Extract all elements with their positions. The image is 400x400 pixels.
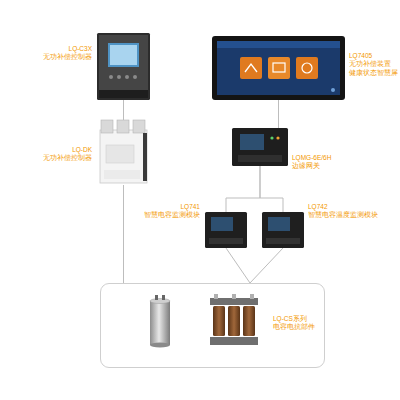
model-name: LQ7405 bbox=[349, 52, 395, 60]
device-name: 无功补偿控制器 bbox=[43, 154, 92, 162]
model-name: LQ742 bbox=[308, 203, 378, 211]
device-name: 智慧电容监测模块 bbox=[144, 211, 200, 219]
component-group: LQ-CS系列电容电抗部件 bbox=[100, 283, 325, 368]
device-node: LQMG-6E/6H边缘网关 bbox=[232, 128, 288, 166]
device-label: LQ741智慧电容监测模块 bbox=[144, 203, 200, 220]
device-name: 无功补偿装置 健康状态智慧屏 bbox=[349, 60, 395, 77]
device-label: LQ-DK无功补偿控制器 bbox=[43, 146, 92, 163]
connector-line bbox=[278, 100, 279, 128]
connector-line bbox=[250, 248, 283, 283]
model-name: LQ-CS系列 bbox=[273, 315, 315, 323]
device-node: LQ7405无功补偿装置 健康状态智慧屏 bbox=[212, 36, 345, 100]
connector-line bbox=[260, 166, 283, 212]
module-controller bbox=[100, 120, 147, 183]
model-name: LQMG-6E/6H bbox=[292, 154, 331, 162]
device-label: LQ-C3X无功补偿控制器 bbox=[43, 45, 92, 62]
device-node: LQ742智慧电容温度监测模块 bbox=[262, 212, 304, 248]
connector-line bbox=[123, 185, 124, 283]
connector-line bbox=[226, 166, 260, 212]
device-node: LQ-DK无功补偿控制器 bbox=[97, 120, 150, 185]
device-name: 无功补偿控制器 bbox=[43, 53, 92, 61]
capacitor bbox=[150, 295, 170, 348]
device-name: 边缘网关 bbox=[292, 162, 331, 170]
device-node: LQ741智慧电容监测模块 bbox=[205, 212, 247, 248]
reactor bbox=[210, 294, 258, 345]
device-name: 电容电抗部件 bbox=[273, 323, 315, 331]
model-name: LQ741 bbox=[144, 203, 200, 211]
device-name: 智慧电容温度监测模块 bbox=[308, 211, 378, 219]
model-name: LQ-DK bbox=[43, 146, 92, 154]
smart-screen bbox=[212, 36, 345, 100]
model-name: LQ-C3X bbox=[43, 45, 92, 53]
connector-line bbox=[123, 100, 124, 120]
device-label: LQ7405无功补偿装置 健康状态智慧屏 bbox=[349, 52, 395, 77]
device-label: LQMG-6E/6H边缘网关 bbox=[292, 154, 331, 171]
connector-line bbox=[226, 248, 250, 283]
device-label: LQ742智慧电容温度监测模块 bbox=[308, 203, 378, 220]
monitor-modules bbox=[205, 212, 304, 248]
device-node: LQ-C3X无功补偿控制器 bbox=[97, 33, 150, 100]
device-label: LQ-CS系列电容电抗部件 bbox=[273, 315, 315, 332]
edge-gateway bbox=[232, 128, 288, 166]
panel-controller bbox=[97, 33, 150, 100]
